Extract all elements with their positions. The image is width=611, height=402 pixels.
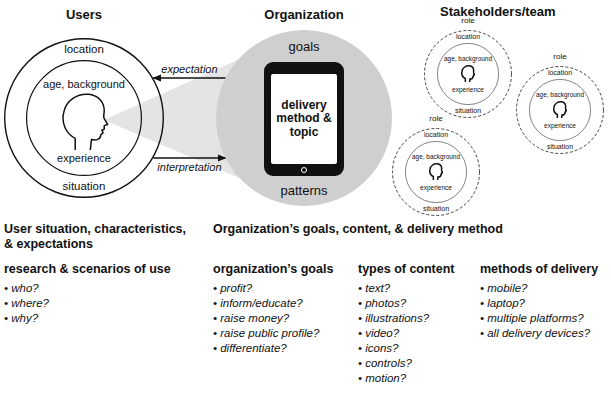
bullet-item: • profit? [213, 282, 252, 296]
tablet-screen [271, 74, 337, 164]
circle-outline [437, 43, 498, 104]
bullet-item: • photos? [358, 297, 406, 311]
column-heading: types of content [358, 262, 455, 277]
ring-label: experience [57, 152, 111, 164]
circle-outline [5, 39, 164, 198]
ring-label: situation [63, 180, 106, 193]
stakeholder-head [554, 102, 567, 118]
ring-label: location [424, 131, 448, 139]
ring-label: location [456, 33, 480, 41]
bullet-item: • multiple platforms? [480, 312, 584, 326]
ring-label: experience [452, 86, 484, 93]
connector-label: interpretation [157, 161, 221, 173]
ring-label: age, background [536, 91, 584, 98]
bullet-item: • differentiate? [213, 342, 287, 356]
circle-outline [393, 129, 480, 216]
stakeholder-head [430, 164, 443, 180]
ring-label: situation [423, 205, 449, 213]
circle-outline [405, 141, 466, 202]
user-head [63, 94, 108, 150]
section-heading: Organization’s goals, content, & deliver… [213, 222, 503, 237]
bullet-item: • video? [358, 327, 399, 341]
connector-group [153, 78, 225, 158]
tablet-button [302, 168, 307, 173]
ring-label: goals [288, 40, 319, 54]
stakeholder-circle: age, backgroundexperiencerolelocationsit… [424, 30, 512, 118]
ring-label: situation [547, 143, 573, 151]
ring-label: age, background [412, 153, 460, 160]
circle-outline [529, 79, 590, 140]
column-heading: research & scenarios of use [4, 262, 171, 277]
role-label: role [553, 53, 566, 62]
device-label: delivery method & topic [274, 99, 334, 139]
bullet-item: • raise public profile? [213, 327, 319, 341]
organization-circle: delivery method & topicOrganizationgoals… [216, 30, 392, 206]
bullet-item: • who? [4, 282, 39, 296]
circle-outline [517, 67, 604, 154]
stakeholder-circle: age, backgroundexperiencerolelocationsit… [392, 128, 480, 216]
ring-label: location [548, 69, 572, 77]
bullet-item: • laptop? [480, 297, 525, 311]
bullet-item: • mobile? [480, 282, 528, 296]
ring-label: experience [544, 122, 576, 129]
tablet-body [264, 62, 344, 176]
circle-outline [27, 61, 142, 176]
ring-label: age, background [444, 55, 492, 62]
bullet-item: • raise money? [213, 312, 289, 326]
ring-label: location [64, 43, 104, 56]
ring-label: situation [455, 107, 481, 115]
bullet-item: • text? [358, 282, 390, 296]
connector-label: expectation [161, 63, 217, 75]
connector-arrow [153, 157, 225, 158]
bullet-item: • icons? [358, 342, 398, 356]
bullet-item: • inform/educate? [213, 297, 303, 311]
stakeholder-inner-circle-outline [437, 43, 499, 105]
user-inner-circle: age, background experience [26, 60, 142, 176]
stakeholder-circle: age, backgroundexperiencerolelocationsit… [516, 66, 604, 154]
connector-arrow [153, 77, 225, 78]
circle-outline [425, 31, 512, 118]
bullet-item: • controls? [358, 357, 412, 371]
stakeholder-inner-circle: age, background experience [437, 43, 499, 105]
group-heading: Users [66, 8, 102, 22]
bullet-item: • all delivery devices? [480, 327, 590, 341]
stakeholder-inner-circle: age, background experience [405, 141, 467, 203]
circle-outline [216, 30, 392, 206]
group-heading: Stakeholders/team [440, 4, 556, 20]
stakeholder-head [462, 66, 475, 82]
bullet-item: • why? [4, 312, 38, 326]
ring-label: age, background [43, 78, 125, 90]
bullet-item: • illustrations? [358, 312, 429, 326]
tablet-device: delivery method & topic [264, 62, 344, 176]
section-heading: User situation, characteristics, & expec… [4, 222, 196, 252]
stakeholder-inner-circle-outline [405, 141, 467, 203]
ring-label: experience [420, 184, 452, 191]
group-heading: Organization [264, 8, 343, 22]
user-circle: age, backgroundexperienceUserslocationsi… [4, 38, 164, 198]
role-label: role [429, 115, 442, 124]
stakeholder-inner-circle: age, background experience [529, 79, 591, 141]
user-circle-outline [4, 38, 164, 198]
column-heading: methods of delivery [480, 262, 598, 277]
column-heading: organization’s goals [213, 262, 333, 277]
bullet-item: • motion? [358, 372, 406, 386]
bullet-item: • where? [4, 297, 49, 311]
ring-label: patterns [281, 184, 328, 198]
stakeholder-inner-circle-outline [529, 79, 591, 141]
